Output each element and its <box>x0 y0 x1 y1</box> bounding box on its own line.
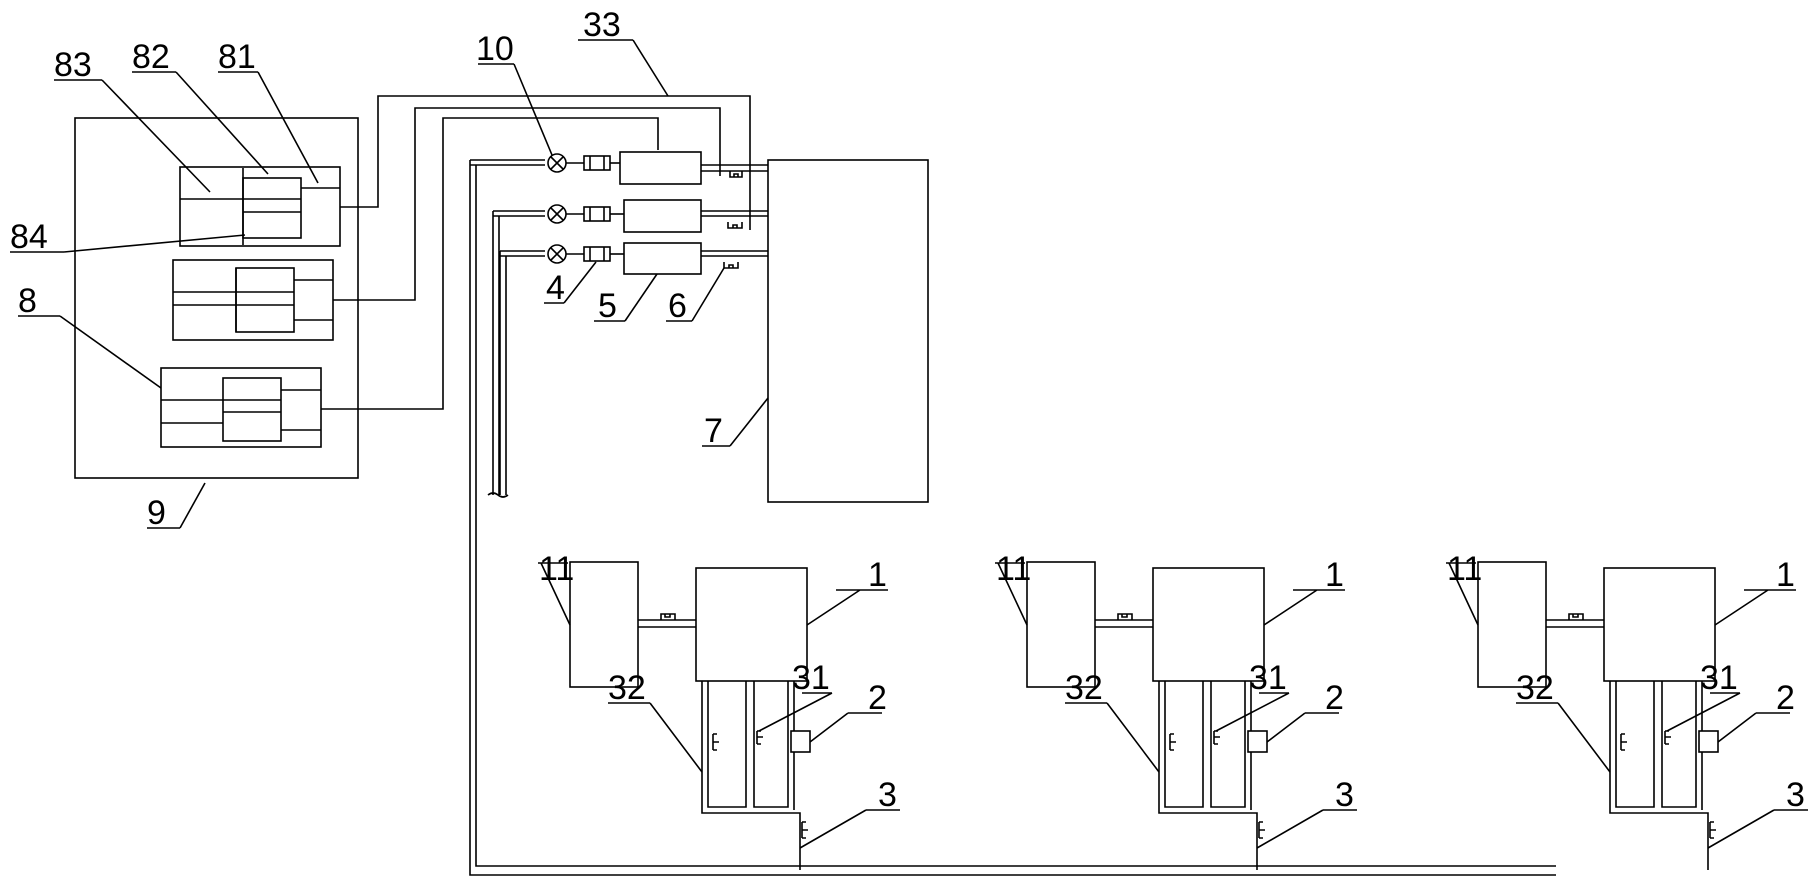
leader-3 <box>1256 809 1357 849</box>
label-4: 4 <box>546 269 565 307</box>
valve-31-icon <box>756 730 763 745</box>
label-32: 32 <box>1065 669 1103 707</box>
gas-feed-lines <box>469 159 1556 876</box>
leader-2 <box>809 712 882 743</box>
sensor-2 <box>790 730 811 753</box>
label-5: 5 <box>598 287 617 325</box>
leader-2 <box>1717 712 1790 743</box>
label-10: 10 <box>476 30 514 68</box>
valve-32-icon <box>712 733 719 751</box>
label-33: 33 <box>583 6 621 44</box>
controller-module-middle <box>172 259 334 341</box>
leader-31 <box>1215 692 1290 732</box>
label-82: 82 <box>132 38 170 76</box>
flow-meter-5 <box>619 151 702 275</box>
unit-branch-pipes <box>1609 681 1709 870</box>
label-32: 32 <box>608 669 646 707</box>
control-cabinet-9 <box>74 117 359 479</box>
label-31: 31 <box>1249 659 1287 697</box>
unit-check-valve-icon <box>660 613 676 620</box>
valve-32-icon <box>1169 733 1176 751</box>
label-1: 1 <box>1325 556 1344 594</box>
label-31: 31 <box>1700 659 1738 697</box>
leader-11 <box>538 562 571 626</box>
label-1: 1 <box>1776 556 1795 594</box>
label-11: 11 <box>1447 550 1482 588</box>
check-valve-6-icon <box>723 171 743 269</box>
leader-31 <box>1666 692 1741 732</box>
label-3: 3 <box>878 776 897 814</box>
signal-lines <box>321 95 751 410</box>
unit-check-valve-icon <box>1568 613 1584 620</box>
label-2: 2 <box>1325 679 1344 717</box>
label-2: 2 <box>1776 679 1795 717</box>
leader-32 <box>608 702 703 773</box>
leader-11 <box>1446 562 1479 626</box>
unit-branch-pipes <box>1158 681 1258 870</box>
leader-11 <box>995 562 1028 626</box>
label-2: 2 <box>868 679 887 717</box>
leader-2 <box>1266 712 1339 743</box>
label-84: 84 <box>10 218 48 256</box>
label-11: 11 <box>539 550 574 588</box>
label-3: 3 <box>1335 776 1354 814</box>
main-unit-1 <box>1152 567 1265 682</box>
connector-4-icon <box>566 155 624 262</box>
leader-32 <box>1516 702 1611 773</box>
controller-module-bottom <box>160 367 322 448</box>
label-8: 8 <box>18 282 37 320</box>
leader-lines <box>10 39 769 529</box>
main-unit-1 <box>1603 567 1716 682</box>
leader-1 <box>806 589 888 626</box>
valve-10-icon <box>547 153 567 264</box>
valve-3-icon <box>1258 821 1265 839</box>
sensor-2 <box>1698 730 1719 753</box>
label-31: 31 <box>792 659 830 697</box>
label-32: 32 <box>1516 669 1554 707</box>
valve-32-icon <box>1620 733 1627 751</box>
label-3: 3 <box>1786 776 1805 814</box>
valve-31-icon <box>1664 730 1671 745</box>
label-11: 11 <box>996 550 1031 588</box>
main-unit-1 <box>695 567 808 682</box>
label-6: 6 <box>668 287 687 325</box>
unit-branch-pipes <box>701 681 801 870</box>
valve-3-icon <box>1709 821 1716 839</box>
label-83: 83 <box>54 46 92 84</box>
leader-31 <box>758 692 833 732</box>
leader-1 <box>1714 589 1796 626</box>
label-1: 1 <box>868 556 887 594</box>
unit-check-valve-icon <box>1117 613 1133 620</box>
valve-31-icon <box>1213 730 1220 745</box>
valve-3-icon <box>801 821 808 839</box>
label-7: 7 <box>704 412 723 450</box>
leader-32 <box>1065 702 1160 773</box>
leader-3 <box>1707 809 1808 849</box>
leader-1 <box>1263 589 1345 626</box>
leader-3 <box>799 809 900 849</box>
gas-source-7 <box>767 159 929 503</box>
label-9: 9 <box>147 494 166 532</box>
label-81: 81 <box>218 38 256 76</box>
sensor-2 <box>1247 730 1268 753</box>
